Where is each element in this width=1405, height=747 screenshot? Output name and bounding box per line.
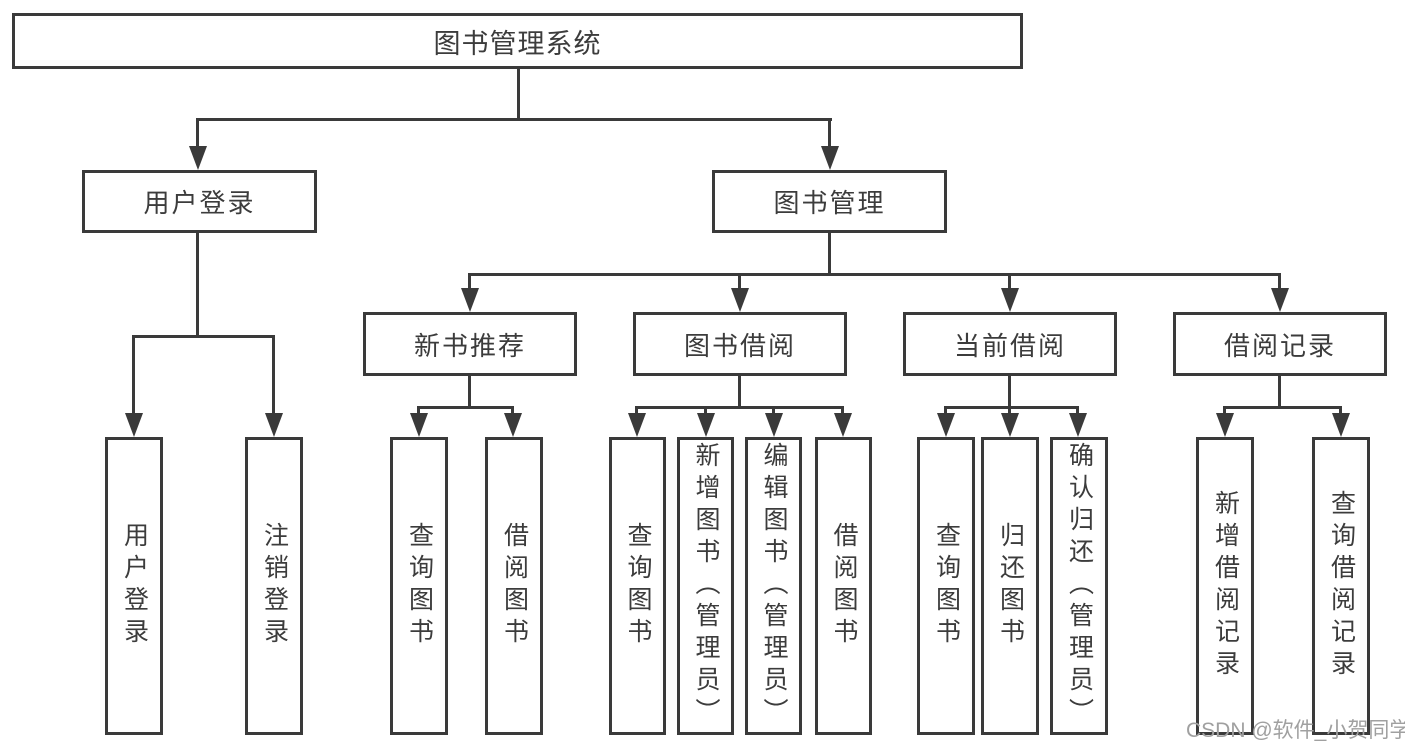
connector-line <box>1223 406 1342 409</box>
connector-line <box>272 335 275 421</box>
arrowhead-icon <box>628 413 646 437</box>
connector-line <box>468 273 1281 276</box>
node-book-borrowing: 图书借阅 <box>633 312 847 376</box>
node-label: 当前借阅 <box>953 330 1066 361</box>
connector-line <box>132 335 135 421</box>
arrowhead-icon <box>697 413 715 437</box>
leaf-add-books-admin: 新增图书（管理员） <box>677 437 734 735</box>
arrowhead-icon <box>765 413 783 437</box>
connector-line <box>196 118 832 121</box>
arrowhead-icon <box>125 413 143 437</box>
connector-line <box>1008 273 1011 295</box>
arrowhead-icon <box>189 146 207 170</box>
leaf-borrow-books-recommend: 借阅图书 <box>485 437 543 735</box>
leaf-edit-books-admin: 编辑图书（管理员） <box>745 437 802 735</box>
node-new-book-recommendation: 新书推荐 <box>363 312 577 376</box>
leaf-label: 编辑图书（管理员） <box>760 442 788 730</box>
leaf-query-books-borrowing: 查询图书 <box>609 437 666 735</box>
leaf-label: 借阅图书 <box>500 522 529 650</box>
leaf-logout: 注销登录 <box>245 437 303 735</box>
leaf-label: 确认归还（管理员） <box>1065 442 1094 730</box>
leaf-label: 用户登录 <box>120 522 149 650</box>
node-user-login: 用户登录 <box>82 170 317 233</box>
leaf-query-books-current: 查询图书 <box>917 437 975 735</box>
arrowhead-icon <box>834 413 852 437</box>
leaf-confirm-return-admin: 确认归还（管理员） <box>1050 437 1108 735</box>
connector-line <box>1278 376 1281 409</box>
connector-line <box>517 67 520 121</box>
connector-line <box>944 406 1079 409</box>
node-label: 图书管理系统 <box>433 28 602 59</box>
node-label: 用户登录 <box>143 188 256 218</box>
connector-line <box>1008 376 1011 409</box>
leaf-label: 新增借阅记录 <box>1211 490 1240 682</box>
leaf-query-borrow-record: 查询借阅记录 <box>1312 437 1370 735</box>
node-library-management-system: 图书管理系统 <box>12 13 1023 69</box>
connector-line <box>196 233 199 338</box>
csdn-watermark: CSDN @软件_小贺同学 <box>1186 719 1405 742</box>
leaf-label: 查询图书 <box>405 522 434 650</box>
leaf-label: 注销登录 <box>260 522 289 650</box>
leaf-label: 查询图书 <box>932 522 961 650</box>
node-label: 新书推荐 <box>413 330 526 361</box>
arrowhead-icon <box>1069 413 1087 437</box>
leaf-return-books: 归还图书 <box>981 437 1039 735</box>
node-label: 借阅记录 <box>1223 330 1336 361</box>
node-borrowing-records: 借阅记录 <box>1173 312 1387 376</box>
leaf-label: 查询借阅记录 <box>1327 490 1356 682</box>
arrowhead-icon <box>265 413 283 437</box>
leaf-user-login: 用户登录 <box>105 437 163 735</box>
leaf-label: 归还图书 <box>996 522 1025 650</box>
arrowhead-icon <box>504 413 522 437</box>
connector-line <box>635 406 844 409</box>
arrowhead-icon <box>937 413 955 437</box>
connector-line <box>738 376 741 409</box>
node-label: 图书管理 <box>773 188 886 218</box>
connector-line <box>196 118 199 151</box>
leaf-label: 查询图书 <box>624 522 652 650</box>
connector-line <box>132 335 275 338</box>
arrowhead-icon <box>410 413 428 437</box>
leaf-query-books-recommend: 查询图书 <box>390 437 448 735</box>
leaf-label: 新增图书（管理员） <box>692 442 720 730</box>
connector-line <box>828 118 831 151</box>
leaf-add-borrow-record: 新增借阅记录 <box>1196 437 1254 735</box>
connector-line <box>738 273 741 295</box>
node-current-borrowing: 当前借阅 <box>903 312 1117 376</box>
connector-line <box>468 376 471 409</box>
connector-line <box>468 273 471 295</box>
arrowhead-icon <box>1216 413 1234 437</box>
node-book-management: 图书管理 <box>712 170 947 233</box>
node-label: 图书借阅 <box>683 330 796 361</box>
arrowhead-icon <box>1001 288 1019 312</box>
arrowhead-icon <box>1332 413 1350 437</box>
arrowhead-icon <box>461 288 479 312</box>
leaf-borrow-books-borrowing: 借阅图书 <box>815 437 872 735</box>
leaf-label: 借阅图书 <box>830 522 858 650</box>
connector-line <box>828 233 831 276</box>
arrowhead-icon <box>821 146 839 170</box>
connector-line <box>1278 273 1281 295</box>
arrowhead-icon <box>731 288 749 312</box>
connector-line <box>417 406 514 409</box>
arrowhead-icon <box>1001 413 1019 437</box>
arrowhead-icon <box>1271 288 1289 312</box>
